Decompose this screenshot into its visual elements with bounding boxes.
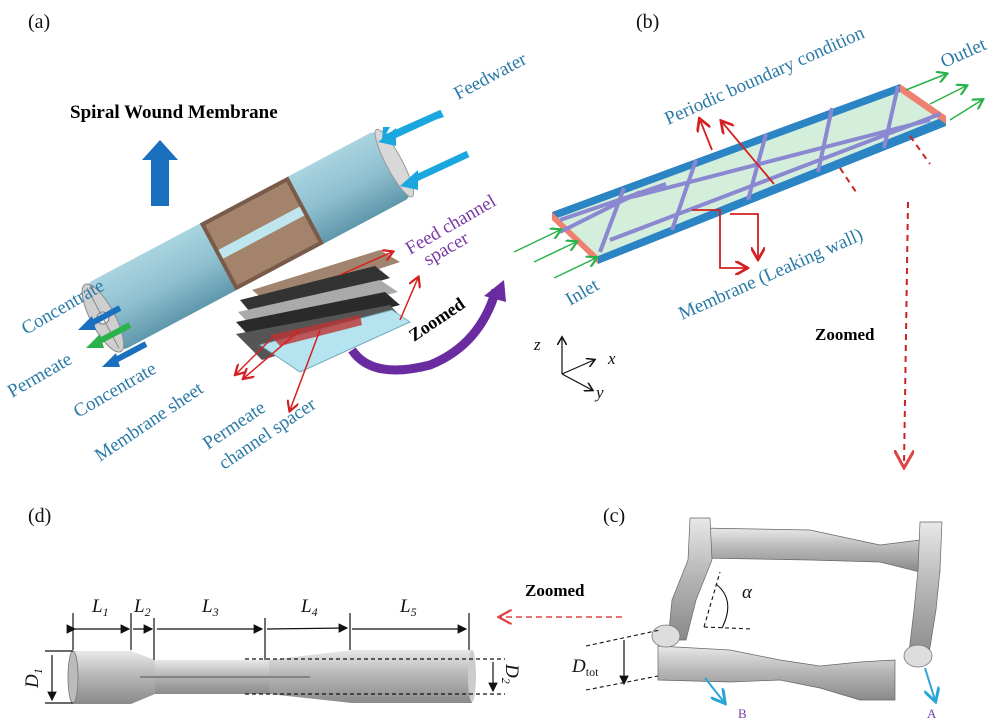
- membrane-leaking-wall-label: Membrane (Leaking wall): [675, 224, 866, 324]
- feedwater-label: Feedwater: [450, 48, 530, 104]
- axis-x-label: x: [607, 349, 616, 368]
- filament-profile: [67, 650, 476, 704]
- zoomed-label-a: Zoomed: [405, 294, 468, 346]
- outlet-label: Outlet: [937, 34, 990, 73]
- permeate-label: Permeate: [4, 349, 76, 403]
- permeate-tube: [218, 206, 305, 259]
- l4-label: L4: [300, 596, 318, 619]
- inlet-arrows: [513, 230, 596, 279]
- panel-label-c: (c): [603, 505, 625, 527]
- alpha-angle-lines: [703, 571, 753, 630]
- length-dimension-lines: [45, 613, 470, 704]
- outlet-flow-arrows: [78, 305, 148, 367]
- spacer-filaments: [559, 85, 941, 253]
- point-b-label: B: [738, 706, 747, 721]
- inlet-label: Inlet: [562, 274, 603, 310]
- zoom-dashed-lines-b: [839, 135, 931, 466]
- panel-label-d: (d): [28, 505, 51, 527]
- direction-arrows-c: [704, 667, 935, 702]
- l5-label: L5: [399, 596, 417, 619]
- membrane-sheets: [236, 250, 412, 373]
- panel-label-b: (b): [636, 11, 659, 33]
- up-arrow-icon: [142, 140, 178, 206]
- d2-label: D2: [499, 663, 522, 684]
- axis-y-label: y: [594, 383, 604, 402]
- point-a-label: A: [927, 706, 937, 721]
- zoom-arrow-purple-head: [484, 280, 506, 302]
- spacer-unit-cell: [651, 517, 943, 701]
- outlet-arrows: [905, 74, 982, 121]
- spiral-wound-title: Spiral Wound Membrane: [70, 102, 278, 123]
- alpha-arc: [715, 583, 729, 629]
- zoomed-label-b: Zoomed: [815, 325, 875, 344]
- alpha-label: α: [742, 582, 753, 603]
- coordinate-axes: [562, 338, 594, 390]
- l1-label: L1: [91, 596, 109, 619]
- zoomed-label-c: Zoomed: [525, 581, 585, 600]
- dtot-guide-lines: [585, 629, 661, 691]
- panel-label-a: (a): [28, 11, 50, 33]
- l2-label: L2: [133, 596, 151, 619]
- zoom-arrow-purple: [348, 288, 501, 375]
- feedwater-arrows: [378, 109, 470, 190]
- axis-z-label: z: [533, 335, 541, 354]
- annotation-arrows-a: [236, 252, 418, 410]
- feed-channel-domain: [552, 84, 946, 264]
- dtot-label: Dtot: [571, 656, 599, 679]
- annotation-arrows-b: [692, 120, 775, 268]
- d2-guide-lines: [245, 658, 505, 695]
- l3-label: L3: [201, 596, 219, 619]
- membrane-module-cylinder: [81, 128, 415, 353]
- length-labels: L1 L2 L3 L4 L5: [91, 596, 417, 619]
- d1-label: D1: [22, 668, 45, 689]
